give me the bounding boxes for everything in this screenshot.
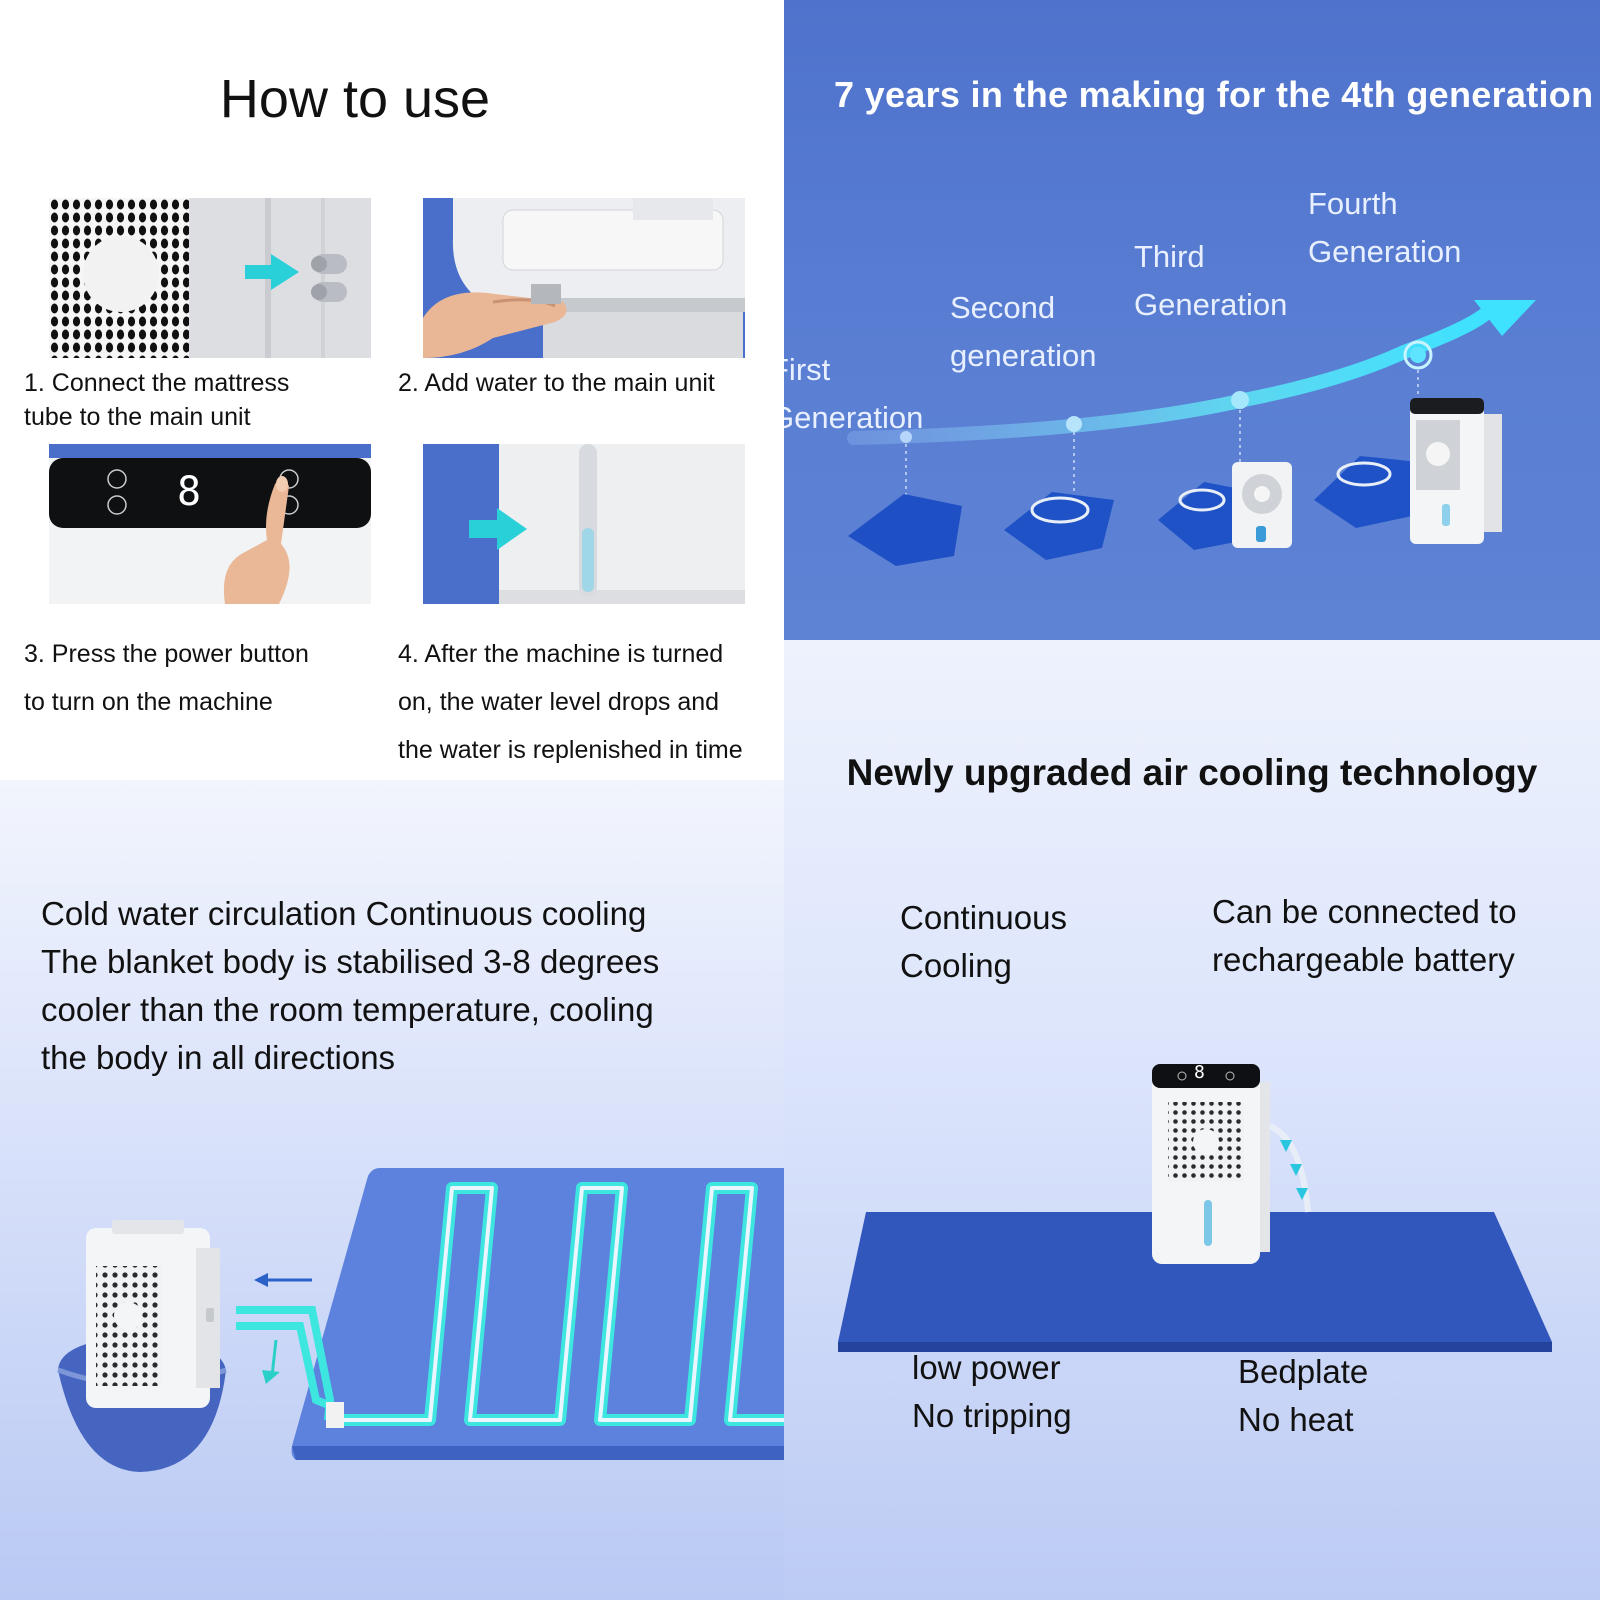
- down-arrow-icon: [1296, 1188, 1308, 1200]
- air-cooling-illustration: [838, 1064, 1552, 1352]
- step-1-caption: 1. Connect the mattress tube to the main…: [24, 369, 290, 431]
- feature-continuous-cooling: Continuous Cooling: [900, 899, 1067, 984]
- how-to-use-panel: How to use: [0, 0, 784, 780]
- cold-water-panel: Cold water circulation Continuous coolin…: [0, 780, 784, 1600]
- cold-water-description: Cold water circulation Continuous coolin…: [41, 890, 761, 1082]
- how-to-use-title: How to use: [219, 69, 491, 129]
- step-4-image: [423, 444, 745, 604]
- down-arrow-icon: [1290, 1164, 1302, 1176]
- air-cooling-title: Newly upgraded air cooling technology: [846, 752, 1538, 793]
- fourth-gen-mat: [1314, 456, 1420, 528]
- second-gen-mat: [1004, 492, 1114, 560]
- step-4-caption: 4. After the machine is turned on, the w…: [398, 640, 743, 764]
- circulation-illustration: [57, 1168, 784, 1472]
- third-gen-mat: [1158, 482, 1256, 550]
- feature-low-power: low power No tripping: [912, 1349, 1072, 1434]
- cold-water-line-1: Cold water circulation Continuous coolin…: [41, 895, 647, 932]
- third-generation-label: Third Generation: [1134, 239, 1288, 322]
- flow-left-arrow-icon: [254, 1273, 268, 1287]
- cold-water-line-2: The blanket body is stabilised 3-8 degre…: [41, 943, 660, 980]
- step-1-image: [49, 198, 371, 358]
- flow-down-arrow-icon: [262, 1370, 280, 1384]
- step-3-caption: 3. Press the power button to turn on the…: [24, 640, 309, 716]
- first-gen-mat: [848, 494, 962, 566]
- add-water-illustration: [423, 198, 745, 358]
- first-generation-label: First Generation: [784, 352, 924, 435]
- generation-timeline: [847, 300, 1536, 566]
- step-2-image: [423, 198, 745, 358]
- cold-water-line-4: the body in all directions: [41, 1039, 396, 1076]
- air-cooling-panel: Newly upgraded air cooling technology Co…: [784, 640, 1600, 1600]
- unit-display-digit: 8: [177, 469, 202, 515]
- step-2-caption: 2. Add water to the main unit: [398, 369, 715, 397]
- cooling-mat: [838, 1212, 1552, 1342]
- connect-tube-illustration: [49, 198, 371, 358]
- feature-battery: Can be connected to rechargeable battery: [1212, 893, 1517, 978]
- cooling-mat: [291, 1168, 784, 1460]
- cold-water-line-3: cooler than the room temperature, coolin…: [41, 991, 654, 1028]
- generations-panel: 7 years in the making for the 4th genera…: [784, 0, 1600, 640]
- second-generation-label: Second generation: [950, 290, 1097, 373]
- water-level-illustration: [423, 444, 745, 604]
- generations-title: 7 years in the making for the 4th genera…: [834, 74, 1594, 115]
- fourth-generation-label: Fourth Generation: [1308, 186, 1462, 269]
- unit-display-digit: 8: [1194, 1062, 1205, 1083]
- down-arrow-icon: [1280, 1140, 1292, 1152]
- step-3-image: 8: [49, 444, 371, 604]
- timeline-markers: [900, 340, 1433, 443]
- feature-bedplate: Bedplate No heat: [1238, 1353, 1369, 1438]
- power-button-illustration: [49, 444, 371, 604]
